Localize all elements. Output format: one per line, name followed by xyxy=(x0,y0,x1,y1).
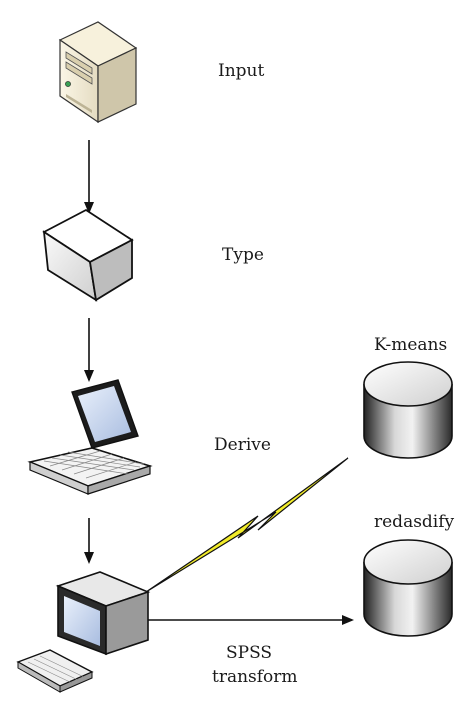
lightning-bolt-icon xyxy=(145,457,349,593)
node-label-redasdify: redasdify xyxy=(374,512,455,532)
database-icon xyxy=(363,539,453,637)
box-icon xyxy=(42,208,134,302)
node-label-input: Input xyxy=(218,61,264,81)
node-label-derive: Derive xyxy=(214,435,271,455)
desktop-computer-icon xyxy=(16,571,151,693)
edge-label-spss: SPSS xyxy=(226,643,272,663)
database-icon xyxy=(363,361,453,459)
edge-label-transform: transform xyxy=(212,667,298,687)
laptop-icon xyxy=(27,379,153,495)
node-label-type: Type xyxy=(222,245,264,265)
node-label-kmeans: K-means xyxy=(374,335,447,355)
server-tower-icon xyxy=(58,21,138,124)
